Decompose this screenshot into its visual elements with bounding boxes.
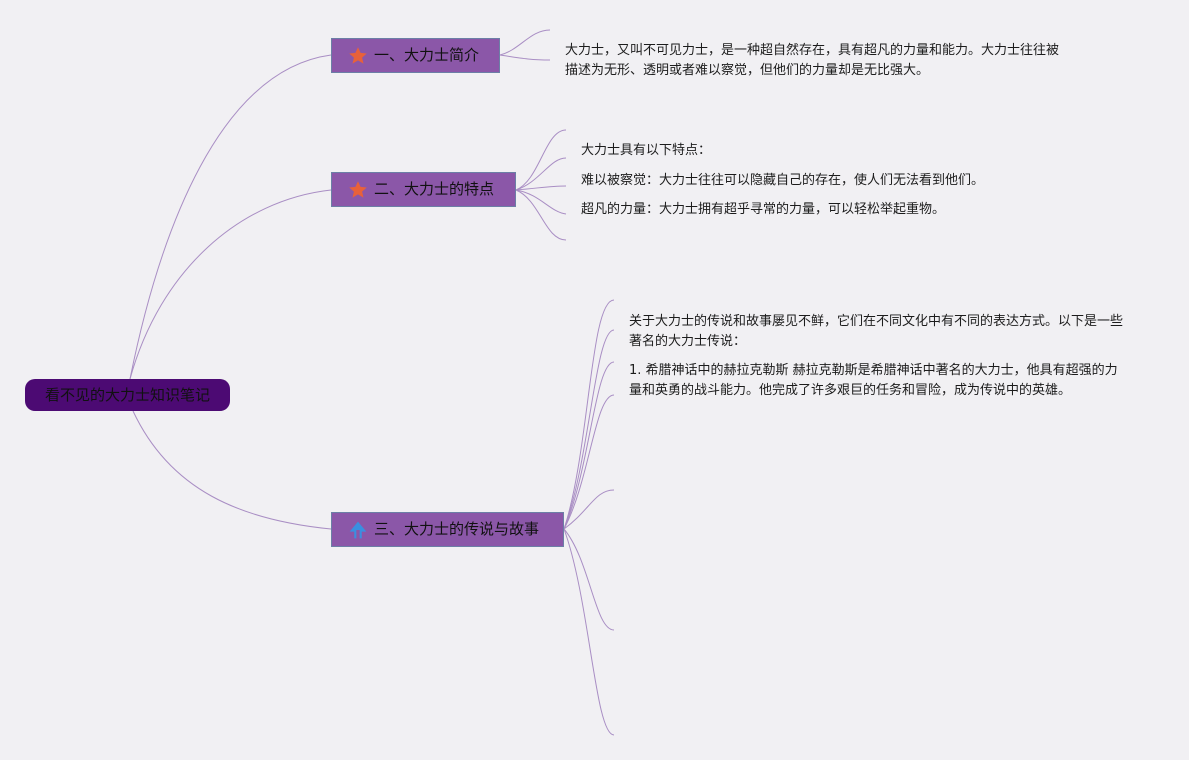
connector-topic3-f (563, 528, 615, 631)
connector-root-topic3 (132, 410, 332, 530)
connector-topic3-d (563, 394, 615, 530)
connector-topic3-b (563, 329, 615, 530)
connector-topic2-d (515, 189, 567, 215)
topic-features[interactable]: 二、大力士的特点 (331, 172, 516, 207)
star-icon (349, 181, 367, 198)
connector-topic2-a (515, 129, 567, 191)
connector-topic3-e (563, 489, 615, 530)
feature-invisible: 难以被察觉：大力士往往可以隐藏自己的存在，使人们无法看到他们。 (581, 173, 985, 188)
topic-intro-text: 大力士，又叫不可见力士，是一种超自然存在，具有超凡的力量和能力。大力士往往被描述… (565, 43, 1060, 78)
features-intro: 大力士具有以下特点： (581, 143, 712, 158)
connector-topic2-c (515, 185, 567, 191)
legends-intro: 关于大力士的传说和故事屡见不鲜，它们在不同文化中有不同的表达方式。以下是一些著名… (629, 314, 1124, 349)
feature-strength: 超凡的力量：大力士拥有超乎寻常的力量，可以轻松举起重物。 (581, 202, 946, 217)
legend-heracles: 1. 希腊神话中的赫拉克勒斯 赫拉克勒斯是希腊神话中著名的大力士，他具有超强的力… (629, 363, 1118, 398)
connector-root-topic2 (129, 189, 332, 380)
connector-topic3-c (563, 361, 615, 530)
topic-legends[interactable]: 三、大力士的传说与故事 (331, 512, 564, 547)
connector-topic3-g (563, 528, 615, 736)
connector-root-topic1 (129, 54, 332, 380)
connector-topic2-b (515, 157, 567, 191)
connector-topic2-e (515, 189, 567, 241)
topic-legends-label: 三、大力士的传说与故事 (374, 520, 540, 538)
connector-topic1-top (499, 29, 551, 56)
root-topic-label: 看不见的大力士知识笔记 (44, 386, 210, 404)
topic-intro[interactable]: 一、大力士简介 (331, 38, 500, 73)
arrow-up-icon (349, 521, 367, 539)
star-icon (349, 47, 367, 64)
connector-topic1-bottom (499, 54, 551, 61)
connector-topic3-a (563, 299, 615, 530)
topic-features-label: 二、大力士的特点 (374, 180, 495, 198)
root-topic[interactable]: 看不见的大力士知识笔记 (25, 379, 230, 411)
topic-intro-label: 一、大力士简介 (374, 46, 480, 64)
